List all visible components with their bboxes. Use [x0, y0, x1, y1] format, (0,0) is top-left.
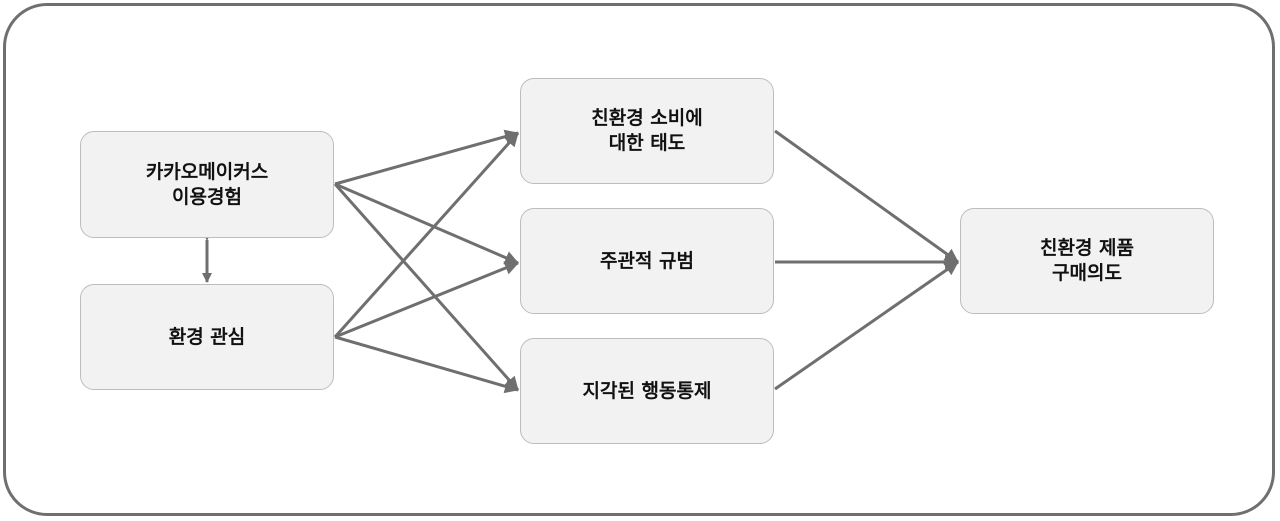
node-label: 친환경 소비에	[591, 107, 703, 129]
arrow-kakao-to-attitude	[334, 129, 519, 186]
node-environmental-concern: 환경 관심	[80, 284, 334, 390]
arrow-concern-to-attitude	[333, 131, 520, 339]
arrow-attitude-to-intent	[774, 129, 959, 264]
node-label: 환경 관심	[168, 325, 246, 348]
node-subjective-norm: 주관적 규범	[520, 208, 774, 314]
arrow-concern-to-norm	[334, 261, 519, 339]
node-perceived-behavioral-control: 지각된 행동통제	[520, 338, 774, 444]
node-kakao-makers-experience: 카카오메이커스 이용경험	[80, 131, 334, 238]
arrow-kakao-to-control	[333, 183, 520, 391]
node-label: 지각된 행동통제	[582, 379, 712, 402]
node-purchase-intention: 친환경 제품 구매의도	[960, 208, 1214, 314]
node-label: 주관적 규범	[599, 249, 694, 272]
node-label: 친환경 제품	[1039, 237, 1134, 259]
arrow-concern-to-control	[334, 335, 519, 394]
node-attitude: 친환경 소비에 대한 태도	[520, 78, 774, 184]
node-label: 대한 태도	[608, 132, 686, 154]
node-label: 이용경험	[172, 185, 242, 208]
arrow-kakao-to-norm	[334, 182, 519, 265]
node-label: 카카오메이커스	[145, 160, 269, 183]
node-label: 구매의도	[1052, 262, 1122, 284]
arrow-control-to-intent	[774, 260, 959, 391]
